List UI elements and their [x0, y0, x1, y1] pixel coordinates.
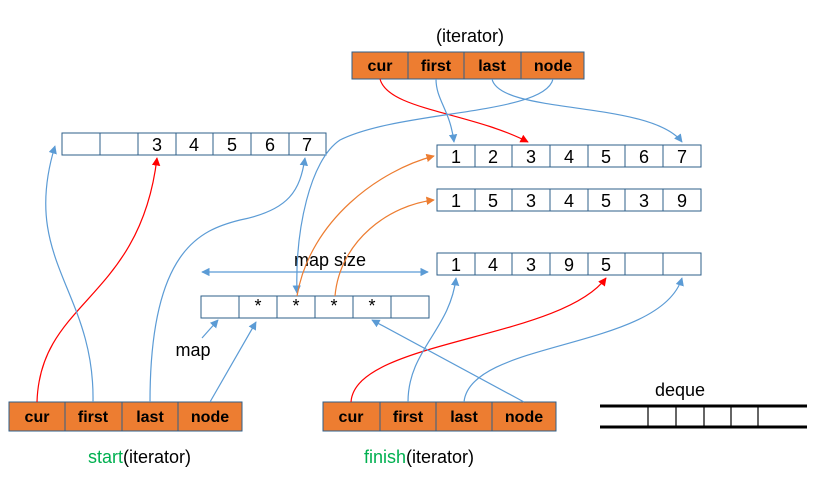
right-buffer-3-cell: [662, 252, 702, 276]
right-buffer-1-value: 3: [526, 147, 536, 167]
start-iterator-last: last: [136, 409, 164, 426]
deque-legend-label: deque: [655, 380, 705, 400]
right-buffer-2-value: 1: [451, 191, 461, 211]
left-buffer-value: 5: [227, 135, 237, 155]
top-iterator-cur: cur: [368, 58, 393, 75]
top-cur-arrow: [379, 78, 529, 143]
right-buffer-1-value: 2: [488, 147, 498, 167]
finish-iterator-cur-cell: [322, 401, 381, 432]
start-iterator-last-cell: [121, 401, 179, 432]
top-node-arrow: [292, 78, 554, 294]
map-buffer-arrow: [296, 153, 435, 297]
map-cell-value: *: [292, 296, 299, 316]
left-buffer-cell: [61, 132, 101, 156]
start-node-arrow: [209, 321, 257, 403]
start-iterator: cur first last node: [8, 401, 243, 432]
top-iterator-label: (iterator): [436, 26, 504, 46]
start-iterator-cur-cell: [8, 401, 66, 432]
right-buffer-3-value: 1: [451, 255, 461, 275]
left-buffer: 3 4 5 6 7: [61, 132, 327, 156]
top-first-arrow: [435, 78, 458, 143]
start-last-arrow: [149, 157, 308, 403]
finish-keyword: finish: [364, 447, 406, 467]
start-iterator-first: first: [78, 409, 109, 426]
left-buffer-value: 6: [265, 135, 275, 155]
top-iterator-first: first: [421, 58, 452, 75]
right-buffer-2-value: 3: [639, 191, 649, 211]
start-iterator-node-cell: [177, 401, 243, 432]
map-buffer-arrow: [334, 196, 435, 297]
map-label-arrow: [201, 319, 219, 339]
right-buffer-1-value: 7: [677, 147, 687, 167]
finish-iterator: cur first last node: [322, 401, 557, 432]
right-buffer-3-cell: [624, 252, 664, 276]
finish-first-arrow: [407, 277, 460, 403]
finish-last-arrow: [463, 277, 684, 403]
top-iterator-node: node: [534, 58, 572, 75]
left-buffer-value: 4: [189, 135, 199, 155]
start-iterator-cur: cur: [25, 409, 50, 426]
finish-iterator-node: node: [505, 409, 543, 426]
top-last-arrow: [491, 78, 683, 143]
right-buffer-3-value: 4: [488, 255, 498, 275]
map-cell: [200, 295, 240, 319]
start-label-suffix: (iterator): [123, 447, 191, 467]
right-buffer-3-value: 5: [601, 255, 611, 275]
top-iterator-node-cell: [520, 51, 585, 80]
finish-iterator-node-cell: [491, 401, 557, 432]
start-keyword: start: [88, 447, 123, 467]
map-cell-value: *: [254, 296, 261, 316]
start-first-arrow: [45, 145, 94, 403]
left-buffer-value: 7: [302, 135, 312, 155]
deque-legend-icon: [600, 404, 807, 429]
map-label: map: [175, 340, 210, 360]
map-cell: [390, 295, 430, 319]
right-buffer-2-value: 3: [526, 191, 536, 211]
finish-iterator-cur: cur: [339, 409, 364, 426]
right-buffer-2-value: 4: [564, 191, 574, 211]
map-cell-value: *: [330, 296, 337, 316]
finish-iterator-first: first: [393, 409, 424, 426]
right-buffer-1-value: 6: [639, 147, 649, 167]
top-iterator-first-cell: [407, 51, 465, 80]
right-buffer-3-value: 9: [564, 255, 574, 275]
right-buffer-1-value: 5: [601, 147, 611, 167]
right-buffer-2-value: 9: [677, 191, 687, 211]
left-buffer-value: 3: [152, 135, 162, 155]
top-iterator-cur-cell: [351, 51, 409, 80]
top-iterator-last: last: [478, 58, 506, 75]
map-array: * * * *: [200, 295, 430, 319]
right-buffer-3: 1 4 3 9 5: [436, 252, 702, 276]
right-buffer-1-value: 1: [451, 147, 461, 167]
right-buffer-2-value: 5: [488, 191, 498, 211]
right-buffer-2-cell: [662, 188, 702, 212]
finish-label-suffix: (iterator): [406, 447, 474, 467]
left-buffer-cell: [288, 132, 327, 156]
right-buffer-2: 1 5 3 4 5 3 9: [436, 188, 702, 212]
right-buffer-1-cell: [662, 144, 702, 168]
top-iterator: cur first last node: [351, 51, 585, 80]
finish-iterator-last: last: [450, 409, 478, 426]
start-iterator-label: start(iterator): [88, 447, 191, 467]
finish-node-arrow: [371, 319, 525, 403]
finish-iterator-label: finish(iterator): [364, 447, 474, 467]
right-buffer-1: 1 2 3 4 5 6 7: [436, 144, 702, 168]
right-buffer-3-value: 3: [526, 255, 536, 275]
start-iterator-node: node: [191, 409, 229, 426]
right-buffer-2-value: 5: [601, 191, 611, 211]
map-cell-value: *: [368, 296, 375, 316]
finish-cur-arrow: [350, 277, 607, 403]
start-cur-arrow: [36, 157, 161, 403]
right-buffer-1-value: 4: [564, 147, 574, 167]
left-buffer-cell: [99, 132, 139, 156]
